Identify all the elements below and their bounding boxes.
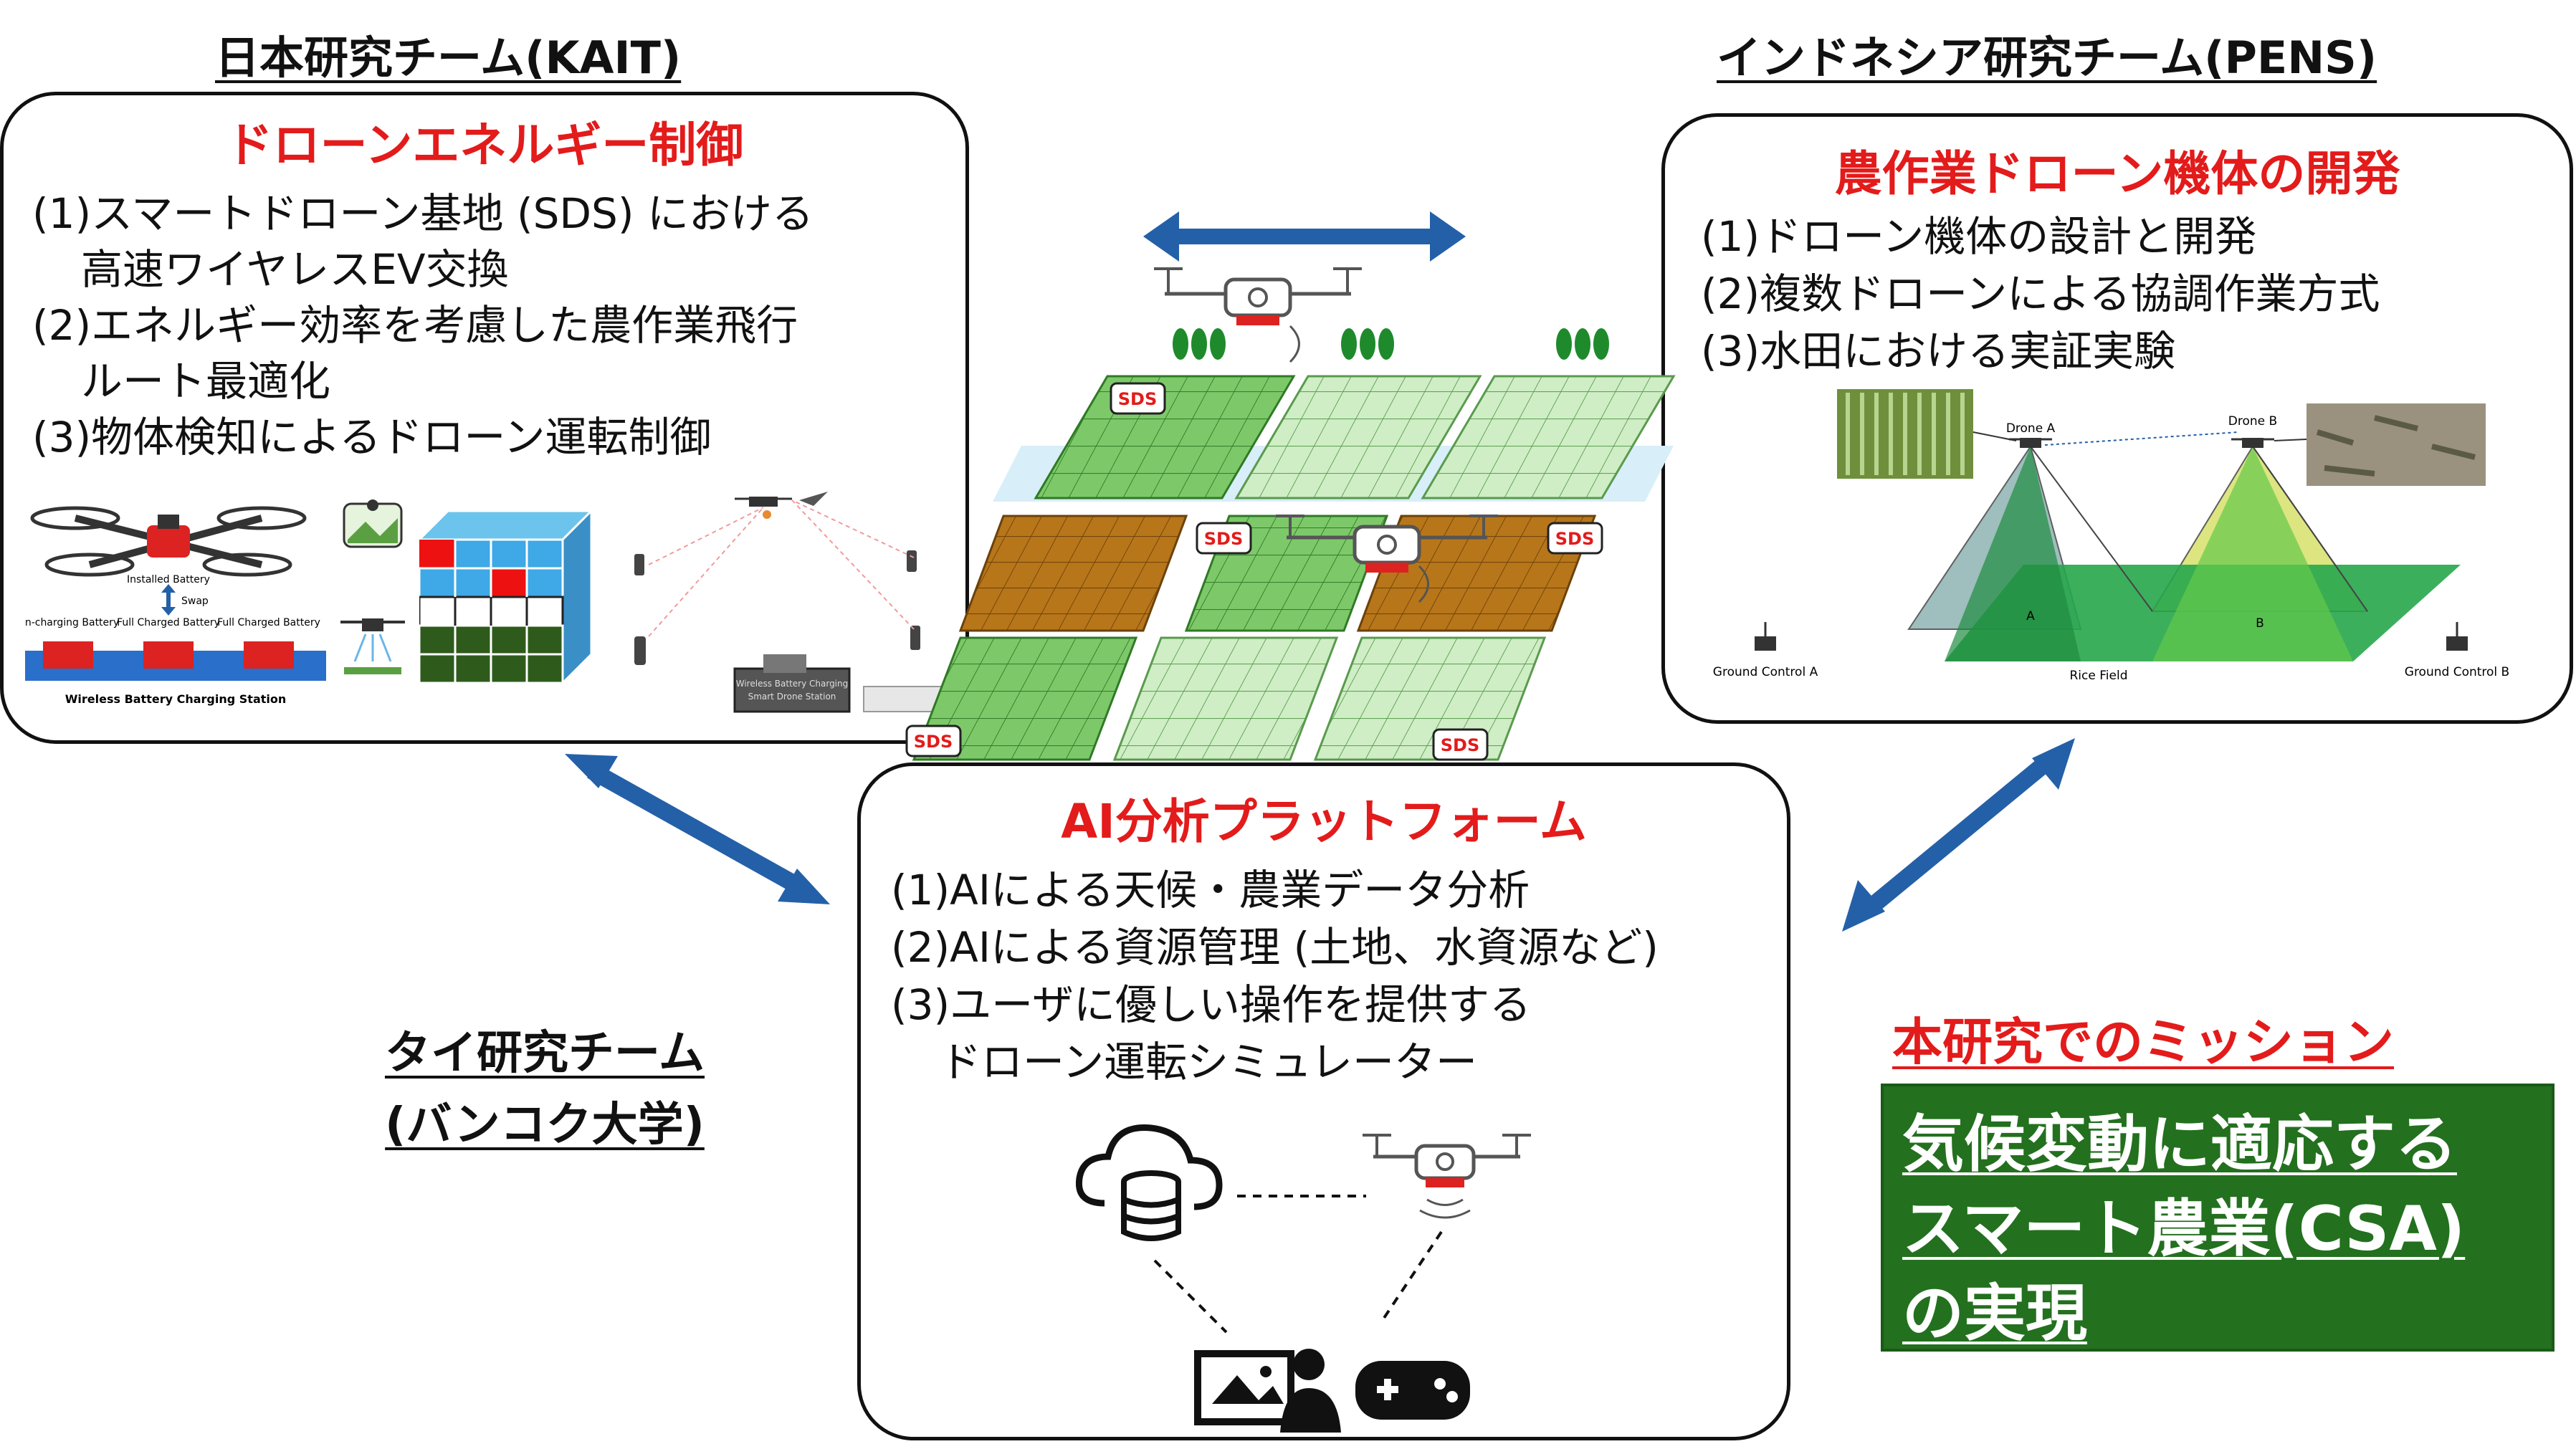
indonesia-item-1: (1)ドローン機体の設計と開発 [1701, 212, 2257, 261]
thailand-team-title: タイ研究チーム (バンコク大学) [315, 1018, 774, 1161]
thailand-team-line1: タイ研究チーム [384, 1027, 705, 1080]
sds-tag: SDS [1196, 522, 1252, 555]
center-drone-icon [1276, 515, 1498, 603]
rice-field-label: Rice Field [2070, 669, 2128, 683]
japan-item-1: (1)スマートドローン基地 (SDS) における [32, 189, 814, 238]
japan-item-2: (2)エネルギー効率を考慮した農作業飛行 [32, 301, 798, 350]
japan-panel: ドローンエネルギー制御 (1)スマートドローン基地 (SDS) における 高速ワ… [0, 92, 969, 744]
mission-title: 本研究でのミッション [1892, 1013, 2394, 1071]
top-double-arrow [1143, 211, 1466, 262]
drone-a-icon [2009, 438, 2052, 448]
indonesia-ai-arrow [1842, 738, 2075, 932]
spraying-drone-icon [340, 618, 405, 674]
full-charged-label-1: Full Charged Battery [117, 617, 220, 628]
japan-ai-arrow [565, 754, 830, 904]
svg-text:SDS: SDS [1118, 389, 1158, 409]
game-controller-icon [1355, 1361, 1470, 1420]
indonesia-team-title: インドネシア研究チーム(PENS) [1717, 32, 2377, 84]
wireless-station-label: Wireless Battery Charging Station [65, 692, 287, 706]
drone-b-icon [2231, 438, 2274, 448]
ai-item-2: (2)AIによる資源管理 (土地、水資源など) [891, 923, 1659, 972]
cloud-database-icon [1076, 1124, 1223, 1241]
mission-line-1: 気候変動に適応する [1902, 1109, 2457, 1180]
drone-target-icon [735, 497, 792, 519]
ai-system-figure [1076, 1124, 1531, 1433]
sds-tag: SDS [1110, 382, 1166, 415]
ground-control-a-icon [1755, 622, 1776, 651]
top-drone-icon [1154, 267, 1362, 363]
area-b-label: B [2256, 616, 2264, 631]
svg-text:SDS: SDS [1204, 529, 1244, 549]
japan-item-1-cont: 高速ワイヤレスEV交換 [81, 245, 509, 294]
drone-icon [1363, 1134, 1531, 1219]
installed-battery-label: Installed Battery [127, 574, 210, 585]
mission-line-2: スマート農業(CSA) [1902, 1193, 2466, 1265]
svg-text:SDS: SDS [1555, 529, 1595, 549]
ai-item-3-cont: ドローン運転シミュレーター [940, 1038, 1477, 1086]
drone-b-label: Drone B [2228, 414, 2277, 429]
object-detection-figure: Wireless Battery Charging Smart Drone St… [634, 492, 950, 713]
drone-field-icon [343, 499, 403, 548]
tree-icons [1173, 328, 1609, 360]
area-a-label: A [2026, 609, 2035, 623]
ground-control-b-label: Ground Control B [2405, 665, 2509, 679]
ground-control-b-icon [2446, 622, 2468, 651]
energy-cube-figure [419, 508, 594, 686]
svg-text:SDS: SDS [914, 732, 953, 752]
mission-line-3: の実現 [1902, 1278, 2087, 1349]
svg-text:SDS: SDS [1441, 735, 1480, 755]
indonesia-item-3: (3)水田における実証実験 [1701, 327, 2176, 376]
central-field-illustration: SDS SDS SDS SDS SDS [905, 211, 1676, 761]
indonesia-panel-title: 農作業ドローン機体の開発 [1834, 146, 2400, 201]
ground-control-a-label: Ground Control A [1713, 665, 1818, 679]
japan-item-3: (3)物体検知によるドローン運転制御 [32, 413, 712, 462]
ai-item-3: (3)ユーザに優しい操作を提供する [891, 980, 1531, 1029]
drone-a-label: Drone A [2006, 421, 2056, 436]
battery-station-figure: Installed Battery Swap On-charging Batte… [25, 506, 326, 706]
thailand-team-line2: (バンコク大学) [385, 1099, 705, 1152]
ai-item-1: (1)AIによる天候・農業データ分析 [891, 866, 1530, 914]
japan-item-2-cont: ルート最適化 [81, 357, 331, 406]
indonesia-panel: 農作業ドローン機体の開発 (1)ドローン機体の設計と開発 (2)複数ドローンによ… [1661, 113, 2573, 724]
drone-icon [30, 506, 307, 577]
on-charging-label: On-charging Battery [25, 617, 119, 628]
sds-tag: SDS [1432, 728, 1489, 761]
mission-box: 気候変動に適応する スマート農業(CSA) の実現 [1881, 1084, 2554, 1352]
japan-team-title: 日本研究チーム(KAIT) [215, 32, 682, 84]
full-charged-label-2: Full Charged Battery [217, 617, 320, 628]
monitor-user-icon [1194, 1349, 1341, 1433]
japan-panel-title: ドローンエネルギー制御 [225, 118, 744, 173]
station-box-label: Wireless Battery Charging [736, 679, 849, 689]
indonesia-item-2: (2)複数ドローンによる協調作業方式 [1701, 269, 2380, 318]
operator-icon [634, 550, 920, 665]
swap-label: Swap [181, 596, 209, 607]
ai-platform-panel: AI分析プラットフォーム (1)AIによる天候・農業データ分析 (2)AIによる… [857, 762, 1790, 1440]
sds-tag: SDS [1547, 522, 1603, 555]
station-box-label-2: Smart Drone Station [748, 692, 836, 702]
cooperative-drone-figure: Drone A Drone B A B Ground Control A Ric… [1713, 389, 2509, 683]
ai-panel-title: AI分析プラットフォーム [1061, 794, 1587, 849]
sds-tag: SDS [905, 725, 962, 757]
